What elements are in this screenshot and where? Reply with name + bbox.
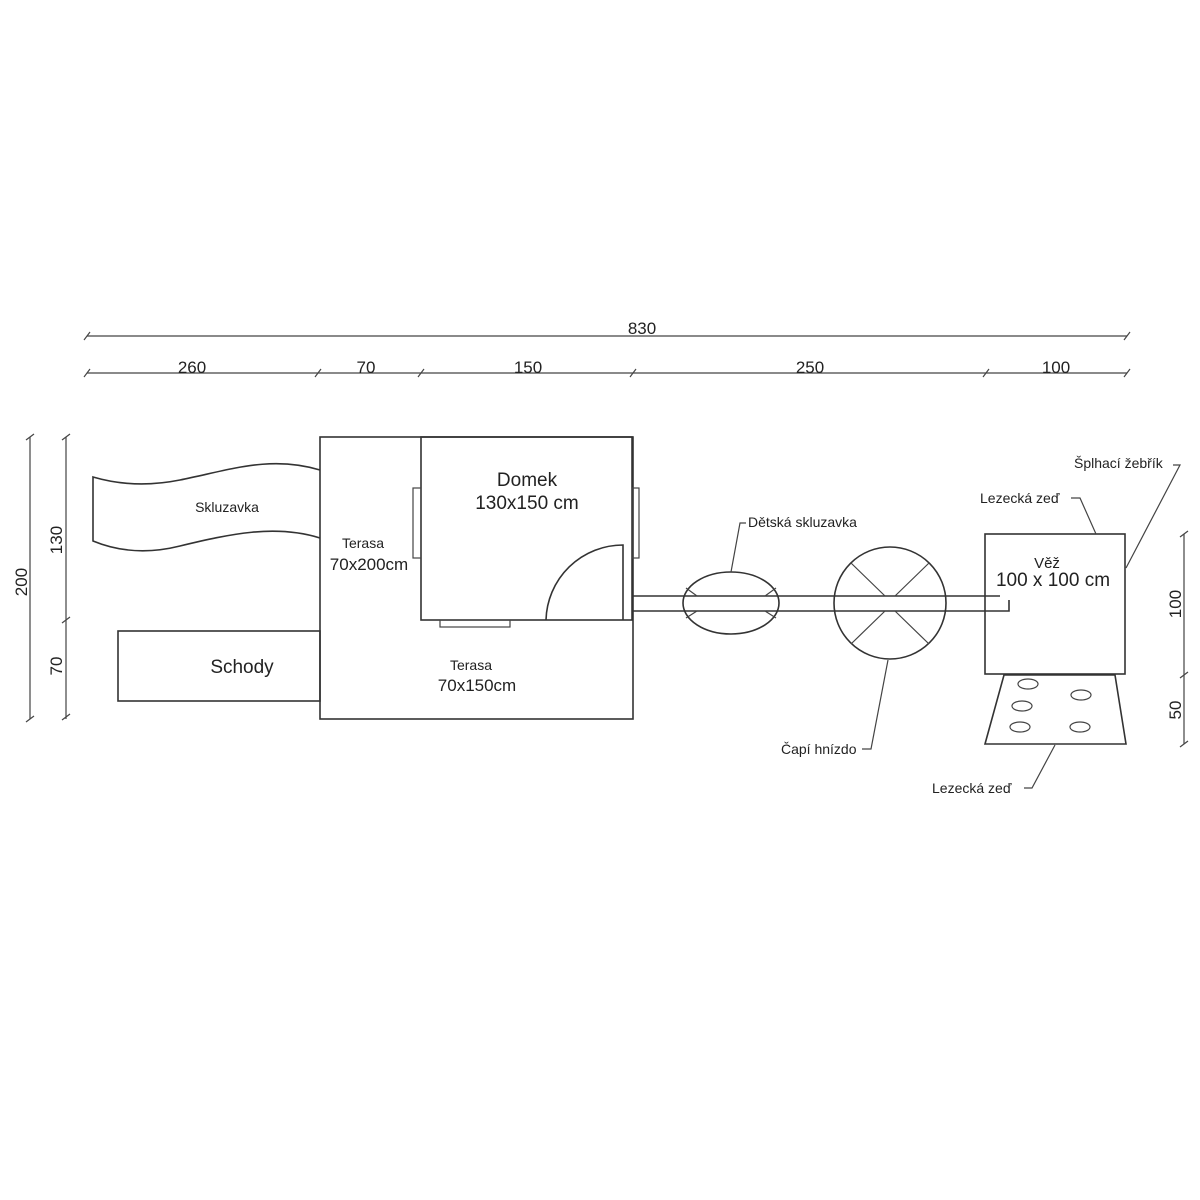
stairs-label: Schody — [210, 657, 274, 678]
callout-stork-nest: Čapí hnízdo — [781, 659, 889, 757]
dimension-label: 150 — [514, 358, 542, 377]
dimension-label: 100 — [1042, 358, 1070, 377]
dimension-label: 200 — [12, 568, 31, 596]
callout-label: Šplhací žebřík — [1074, 455, 1164, 471]
tower: Věž 100 x 100 cm — [984, 533, 1126, 675]
window — [439, 619, 511, 628]
callout-climbing-wall-bottom: Lezecká zeď — [932, 744, 1056, 796]
terrace2-size: 70x150cm — [438, 676, 516, 695]
kids-slide — [682, 571, 780, 635]
dimension-total: 830 — [83, 319, 1131, 341]
tower-title: Věž — [1034, 555, 1060, 572]
beam — [633, 595, 1010, 612]
dimension-left-total: 200 — [12, 433, 35, 723]
climbing-wall — [983, 674, 1127, 745]
terrace1-size: 70x200cm — [330, 555, 408, 574]
slide: Skluzavka — [92, 462, 321, 552]
dimension-label: 130 — [47, 526, 66, 554]
dimension-segments: 260 70 150 250 100 — [83, 358, 1131, 378]
tower-size: 100 x 100 cm — [996, 570, 1110, 591]
slide-label: Skluzavka — [195, 499, 259, 515]
callout-climbing-wall-top: Lezecká zeď — [980, 490, 1097, 535]
house-size: 130x150 cm — [475, 493, 579, 514]
dimension-label: 70 — [47, 657, 66, 676]
window — [631, 487, 640, 559]
house-title: Domek — [497, 470, 558, 491]
dimension-right-segments: 100 50 — [1166, 530, 1189, 748]
terrace2-title: Terasa — [450, 657, 492, 673]
dimension-left-segments: 130 70 — [47, 433, 71, 721]
callout-kids-slide: Dětská skluzavka — [730, 514, 857, 573]
callout-label: Lezecká zeď — [932, 780, 1012, 796]
house: Domek 130x150 cm — [412, 436, 640, 628]
dimension-label: 250 — [796, 358, 824, 377]
callout-climbing-ladder: Šplhací žebřík — [1074, 455, 1181, 569]
door — [545, 544, 624, 621]
terrace1-title: Terasa — [342, 535, 384, 551]
callout-label: Čapí hnízdo — [781, 741, 857, 757]
dimension-label: 70 — [357, 358, 376, 377]
dimension-label: 100 — [1166, 590, 1185, 618]
window — [412, 487, 422, 559]
terrace: Terasa 70x200cm Terasa 70x150cm — [319, 436, 634, 720]
dimension-label: 50 — [1166, 701, 1185, 720]
stork-nest — [833, 546, 947, 660]
callout-label: Lezecká zeď — [980, 490, 1060, 506]
dimension-label: 260 — [178, 358, 206, 377]
stairs: Schody — [117, 630, 321, 702]
dimension-total-label: 830 — [628, 319, 656, 338]
callout-label: Dětská skluzavka — [748, 514, 857, 530]
